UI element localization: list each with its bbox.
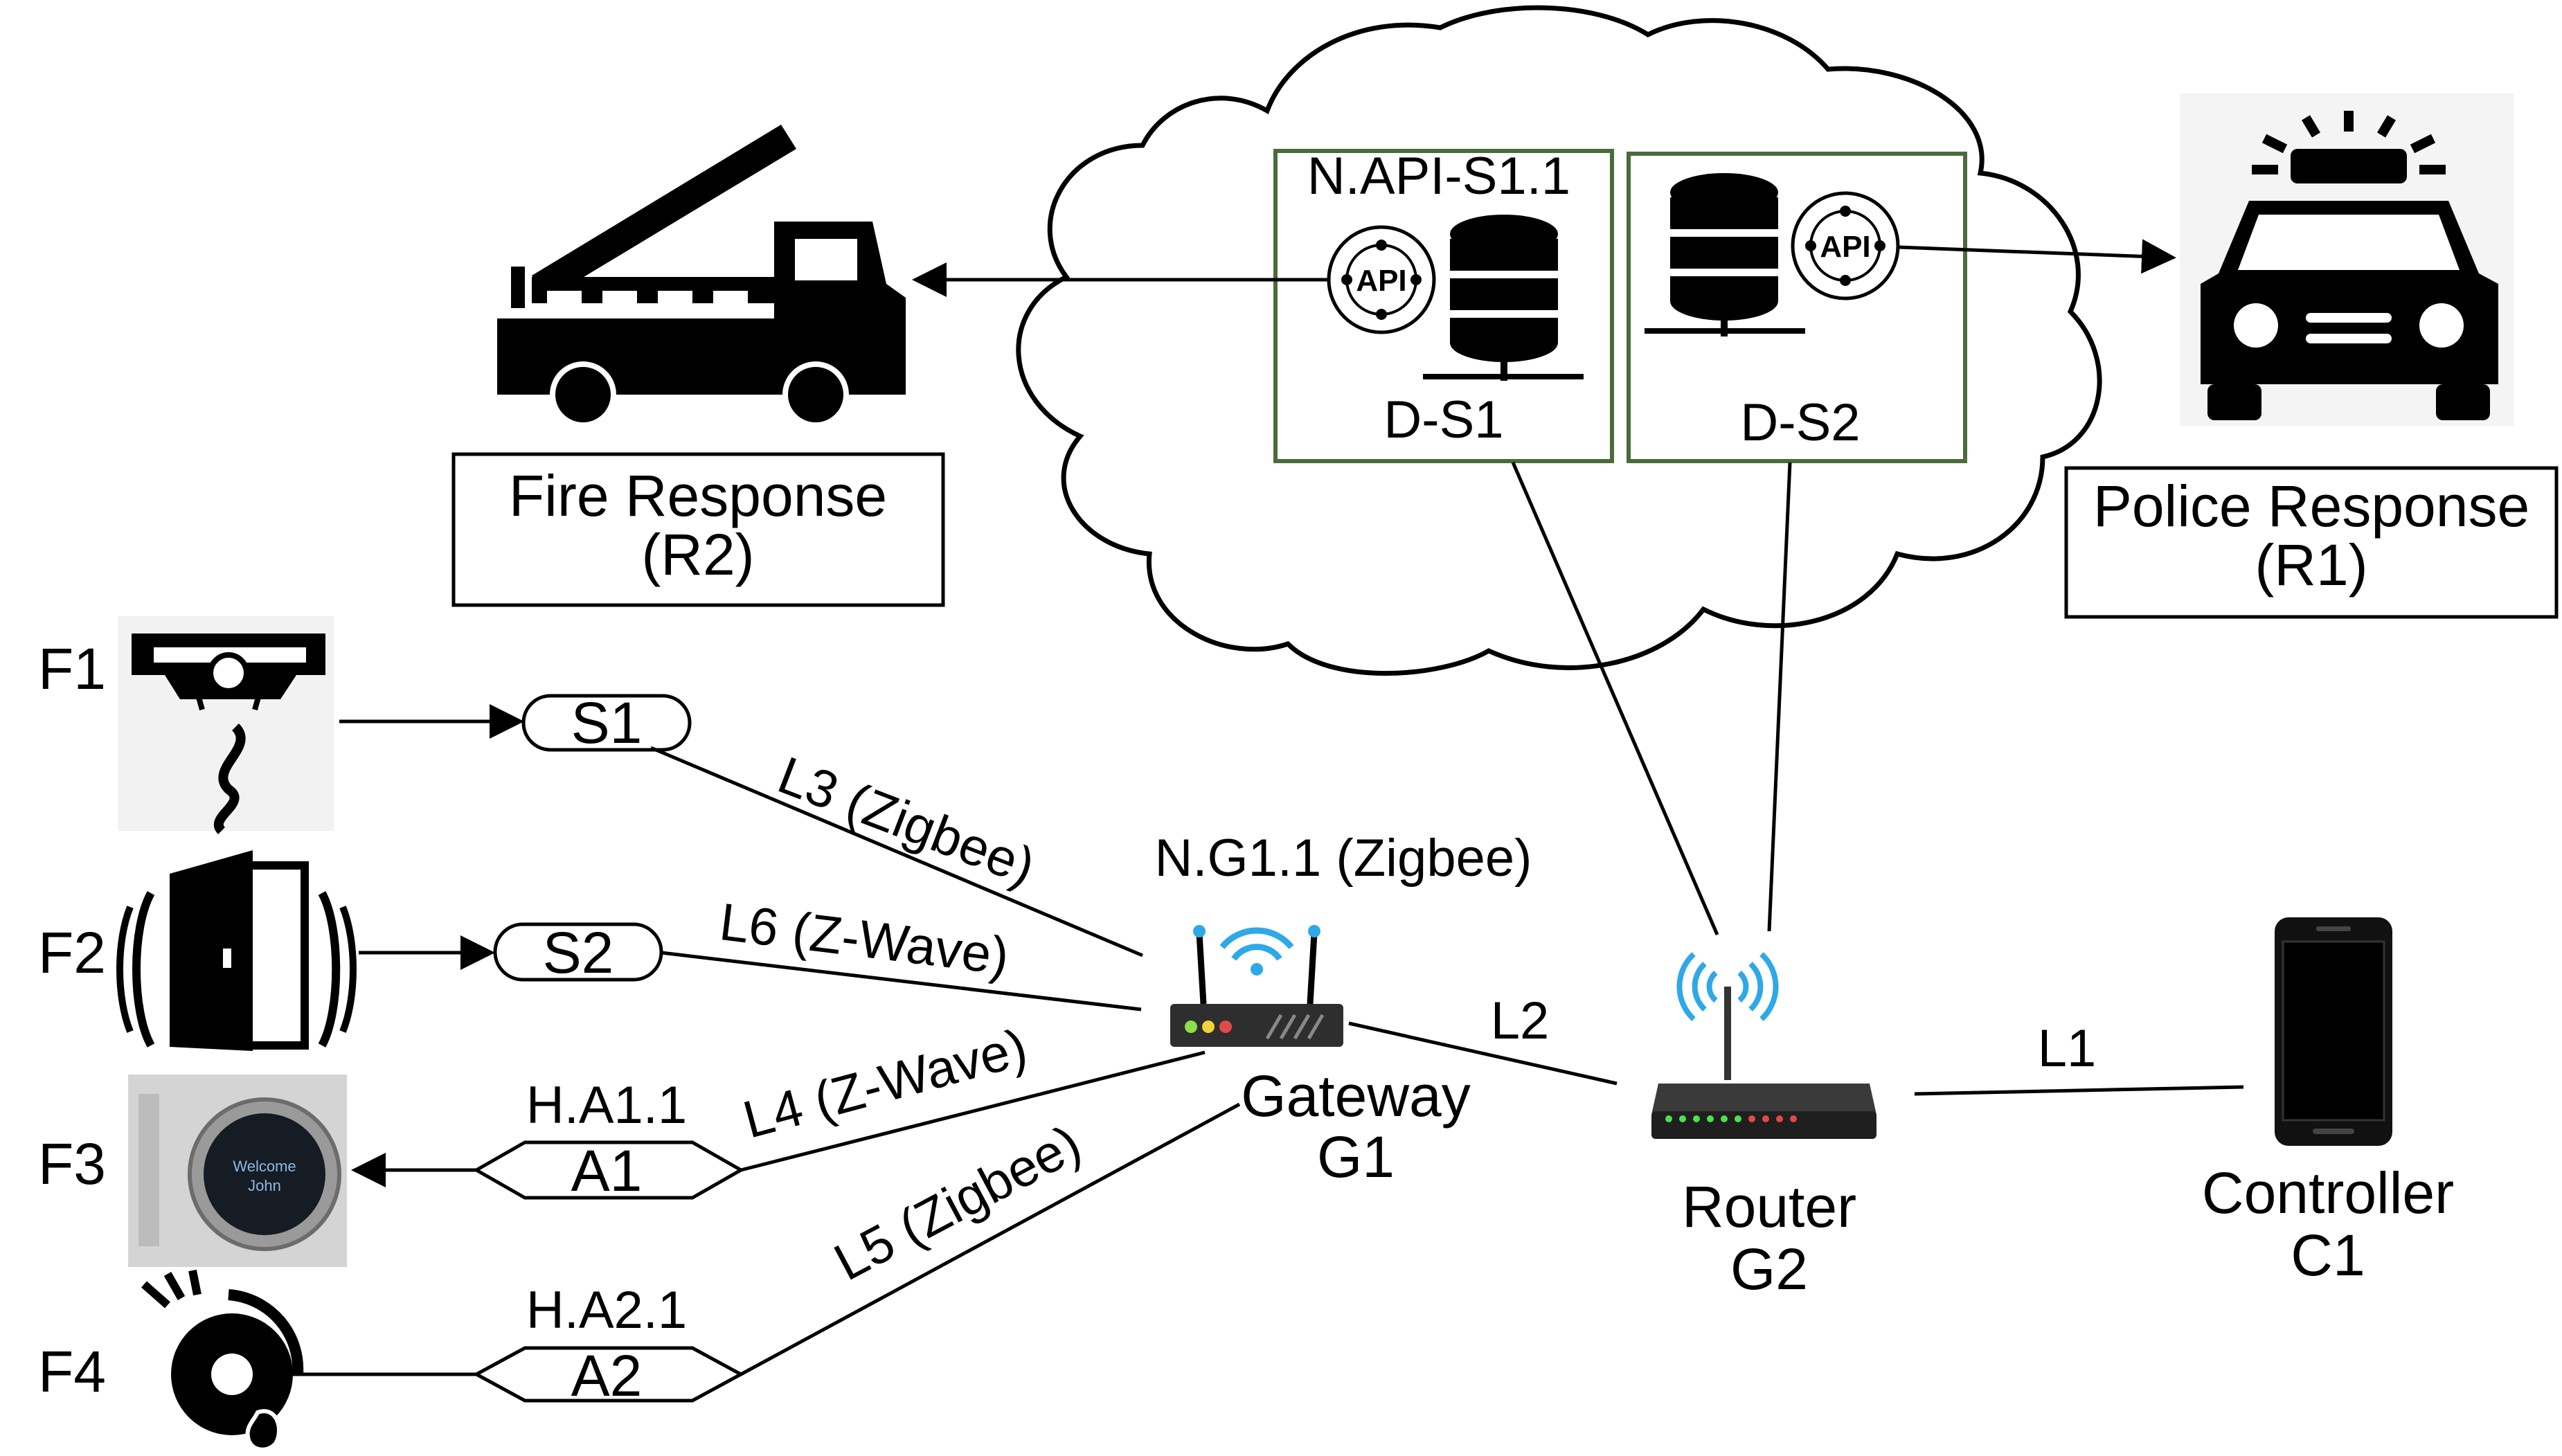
server-label-ds1: D-S1 (1383, 390, 1503, 449)
server-box-ds1 (1273, 149, 1614, 463)
actuator-a2-note: H.A2.1 (526, 1281, 687, 1340)
door-sensor-icon (116, 850, 357, 1051)
svg-text:API: API (1356, 264, 1406, 298)
link-l5 (740, 1102, 1241, 1376)
svg-text:John: John (248, 1177, 281, 1194)
police-response-box (2064, 466, 2559, 619)
api-note-ds1: N.API-S1.1 (1307, 147, 1570, 206)
link-l6 (661, 951, 1142, 1012)
gateway-note: N.G1.1 (Zigbee) (1155, 829, 1532, 888)
smartphone-icon (2275, 917, 2392, 1146)
police-response-title: Police Response (2093, 474, 2529, 539)
actuator-a2: A2 (472, 1343, 745, 1408)
link-l1 (1914, 1085, 2244, 1096)
controller-id: C1 (2291, 1223, 2365, 1288)
alarm-bell-icon (141, 1269, 304, 1452)
link-label-l5: L5 (Zigbee) (825, 1114, 1090, 1293)
arrow-to-police (1898, 239, 2176, 274)
fire-response-title: Fire Response (509, 463, 887, 528)
controller-name: Controller (2202, 1160, 2454, 1225)
database-icon (1645, 173, 1805, 336)
feature-label-f4: F4 (38, 1339, 106, 1404)
svg-text:A2: A2 (571, 1343, 643, 1408)
fire-response-id: (R2) (641, 522, 754, 587)
gateway-name: Gateway (1241, 1063, 1471, 1129)
server-label-ds2: D-S2 (1740, 393, 1860, 452)
smoke-detector-icon (118, 616, 334, 834)
link-l4 (740, 1050, 1206, 1172)
gateway-id: G1 (1317, 1124, 1395, 1189)
smart-lock-icon: Welcome John (128, 1075, 347, 1267)
svg-text:Welcome: Welcome (233, 1158, 296, 1175)
feature-label-f2: F2 (38, 920, 106, 985)
cloud-outline (1016, 5, 2102, 676)
link-ds1-router (1511, 462, 1719, 935)
svg-text:API: API (1820, 230, 1870, 264)
router-id: G2 (1730, 1237, 1808, 1302)
svg-text:S1: S1 (571, 690, 643, 755)
actuator-a1-note: H.A1.1 (526, 1076, 687, 1135)
wifi-router-icon (1651, 952, 1876, 1139)
api-icon: API (1791, 191, 1900, 300)
svg-text:S2: S2 (543, 920, 614, 985)
gateway-router-icon (1170, 925, 1343, 1047)
police-car-icon (2180, 93, 2514, 426)
link-label-l3: L3 (Zigbee) (770, 746, 1042, 897)
police-response-id: (R1) (2255, 532, 2367, 597)
database-icon (1423, 215, 1584, 381)
link-label-l2: L2 (1491, 991, 1550, 1050)
feature-label-f3: F3 (38, 1131, 106, 1196)
server-box-ds2 (1627, 152, 1967, 463)
link-ds2-router (1767, 462, 1792, 932)
link-label-l1: L1 (2038, 1019, 2097, 1078)
svg-text:A1: A1 (571, 1138, 643, 1203)
link-l3 (650, 746, 1143, 958)
api-icon: API (1327, 225, 1436, 334)
fire-response-box (451, 452, 945, 607)
feature-label-f1: F1 (38, 636, 106, 701)
sensor-s2: S2 (493, 920, 663, 985)
actuator-a1: A1 (472, 1138, 745, 1203)
sensor-s1: S1 (521, 690, 692, 755)
link-l2 (1348, 1021, 1618, 1086)
link-label-l6: L6 (Z-Wave) (717, 892, 1012, 986)
link-label-l4: L4 (Z-Wave) (737, 1018, 1033, 1150)
fire-truck-icon (497, 125, 906, 428)
router-name: Router (1682, 1174, 1856, 1239)
